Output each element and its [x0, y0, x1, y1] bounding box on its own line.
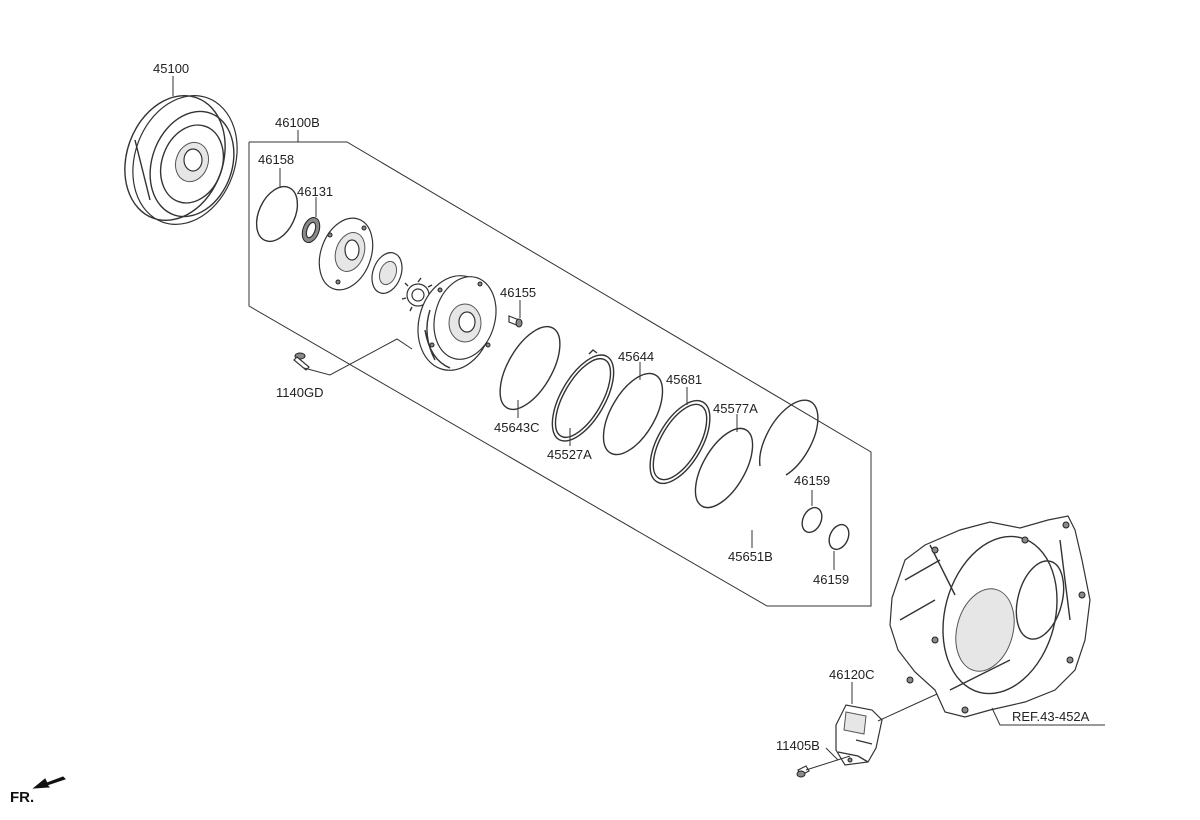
bolt-1140GD: [293, 352, 310, 371]
part-label-45577A: 45577A: [713, 401, 758, 416]
bolt-11405B: [796, 765, 810, 778]
ring-45527A: [551, 349, 615, 442]
front-direction-label: FR.: [10, 789, 34, 806]
part-label-45651B: 45651B: [728, 549, 773, 564]
ring-45644: [602, 372, 664, 456]
snap-ring-45651B: [759, 399, 819, 476]
part-label-45644: 45644: [618, 349, 654, 364]
part-label-46155: 46155: [500, 285, 536, 300]
front-direction-arrow-icon: [32, 776, 66, 789]
assembly-outline-46100B: [248, 141, 872, 607]
ring-45681: [649, 399, 711, 485]
sensor-46120C: [835, 704, 883, 766]
pump-cover: [318, 217, 374, 291]
part-label-46158: 46158: [258, 152, 294, 167]
pump-outer-rotor: [371, 252, 403, 294]
leader-1140GD: [303, 338, 413, 376]
part-label-45527A: 45527A: [547, 447, 592, 462]
o-ring-46159-lower: [828, 523, 850, 551]
part-label-46120C: 46120C: [829, 667, 875, 682]
part-label-46100B: 46100B: [275, 115, 320, 130]
part-label-1140GD: 1140GD: [276, 385, 323, 400]
o-ring-46158: [255, 185, 299, 243]
part-label-45681: 45681: [666, 372, 702, 387]
torque-converter: [124, 94, 238, 225]
o-ring-46159-upper: [801, 506, 823, 534]
leader-46120C-mount: [877, 693, 938, 722]
leader-ref: [991, 707, 1105, 726]
part-label-46159-lower: 46159: [813, 572, 849, 587]
part-label-45100: 45100: [153, 61, 189, 76]
oil-pump-body: [417, 275, 497, 371]
part-label-45643C: 45643C: [494, 420, 540, 435]
ring-45577A: [694, 427, 754, 509]
part-label-46131: 46131: [297, 184, 333, 199]
part-label-11405B: 11405B: [776, 738, 820, 753]
bolt-46155: [508, 315, 523, 328]
leader-11405B: [825, 747, 839, 761]
transaxle-housing: [889, 515, 1091, 718]
ring-45643C: [499, 325, 561, 411]
ref-label: REF.43-452A: [1012, 709, 1090, 724]
oil-seal-46131: [301, 216, 321, 244]
part-label-46159-upper: 46159: [794, 473, 830, 488]
leader-11405B-mount: [805, 755, 851, 771]
